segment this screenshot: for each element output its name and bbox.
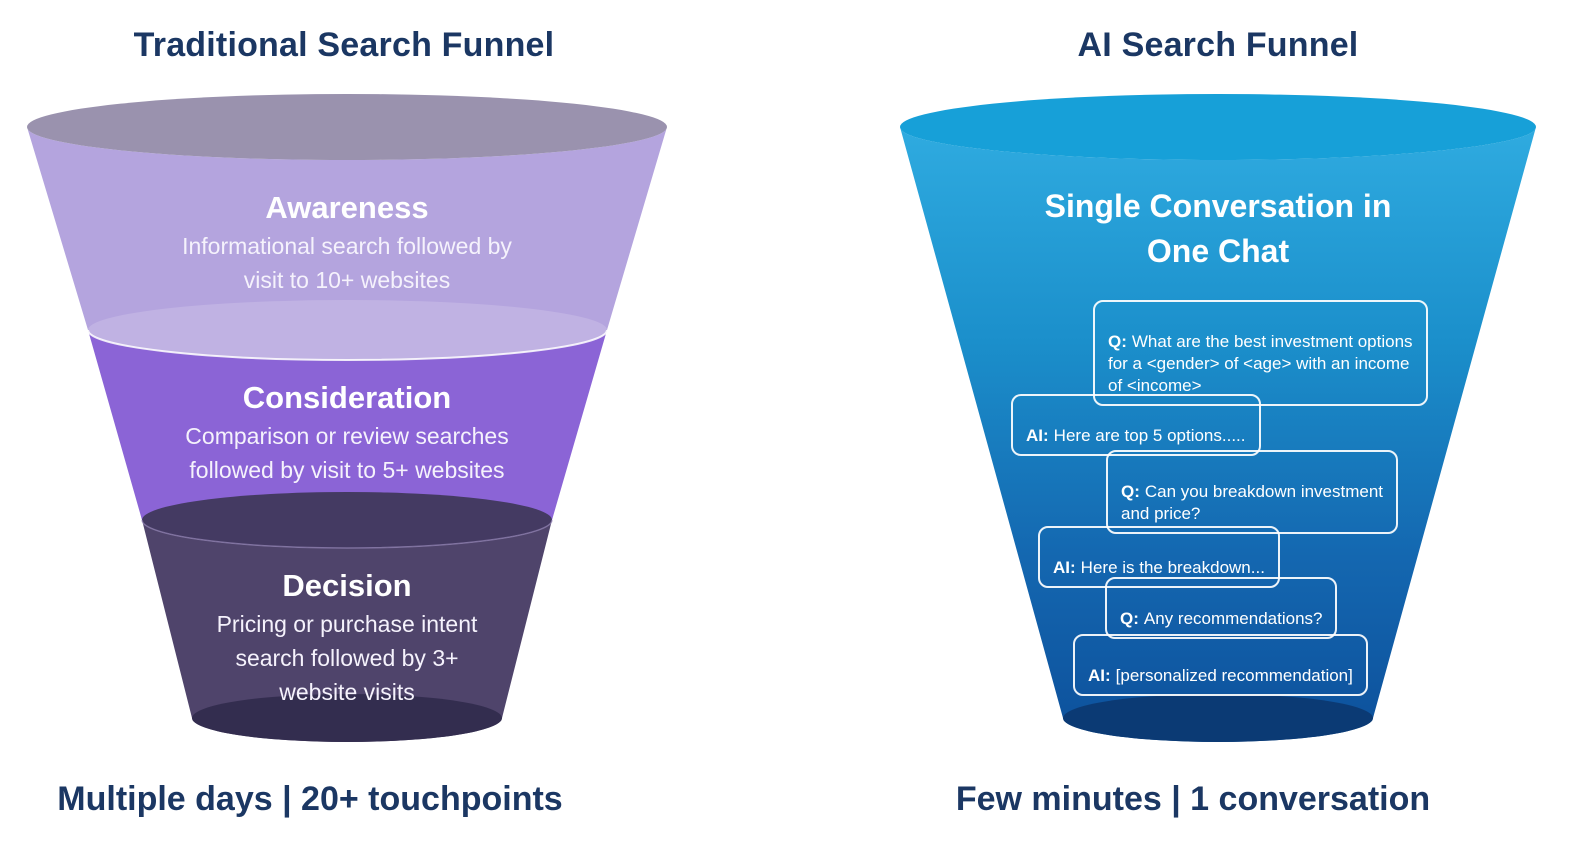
awareness-stage-description: Informational search followed by visit t…	[182, 233, 512, 293]
traditional-funnel-caption: Multiple days | 20+ touchpoints	[57, 780, 563, 818]
ai-prefix: AI:	[1026, 426, 1049, 446]
decision-band-shape	[142, 520, 552, 742]
ai-prefix: AI:	[1088, 666, 1111, 686]
traditional-funnel-title: Traditional Search Funnel	[133, 26, 555, 64]
ai-funnel-body-shape	[900, 127, 1536, 742]
traditional-funnel-bottom-ellipse	[192, 694, 502, 742]
traditional-funnel-mouth-ellipse	[27, 94, 667, 160]
ai-funnel-mouth-ellipse	[900, 94, 1536, 160]
decision-stage-description: Pricing or purchase intent search follow…	[216, 611, 478, 705]
ai-funnel-panel: AI Search Funnel Single Conversation in …	[790, 0, 1580, 850]
chat-bubble-text: What are the best investment options for…	[1108, 332, 1413, 396]
traditional-funnel-panel: Traditional Search Funnel Awareness Info…	[27, 26, 667, 818]
chat-bubble-text: Can you breakdown investment and price?	[1121, 482, 1384, 524]
ai-funnel-graphic	[900, 94, 1536, 742]
consideration-surface-ellipse	[88, 300, 607, 360]
consideration-band-shape	[88, 330, 607, 548]
question-prefix: Q:	[1120, 609, 1139, 629]
ai-funnel-heading: Single Conversation in One Chat	[1044, 188, 1392, 269]
decision-stage-heading: Decision	[282, 568, 412, 603]
traditional-funnel-graphic	[27, 94, 667, 742]
ai-funnel-caption: Few minutes | 1 conversation	[955, 780, 1431, 818]
chat-bubble-answer-1: AI:Here are top 5 options.....	[1011, 394, 1261, 457]
consideration-stage-description: Comparison or review searches followed b…	[185, 423, 509, 483]
ai-funnel-title: AI Search Funnel	[1077, 26, 1359, 64]
question-prefix: Q:	[1121, 482, 1140, 502]
chat-bubble-text: Any recommendations?	[1143, 609, 1323, 629]
chat-bubble-text: Here is the breakdown...	[1080, 558, 1265, 578]
decision-surface-ellipse	[142, 492, 552, 548]
ai-funnel-bottom-ellipse	[1063, 694, 1373, 742]
chat-bubble-text: [personalized recommendation]	[1115, 666, 1353, 686]
seam2-highlight-arc	[141, 519, 553, 549]
chat-bubble-question-1: Q:What are the best investment options f…	[1093, 300, 1428, 407]
chat-bubble-answer-3: AI:[personalized recommendation]	[1073, 634, 1368, 697]
chat-bubble-question-2: Q:Can you breakdown investment and price…	[1106, 450, 1399, 535]
consideration-stage-heading: Consideration	[242, 380, 452, 415]
seam1-highlight-arc	[87, 329, 608, 361]
ai-prefix: AI:	[1053, 558, 1076, 578]
awareness-band-shape	[27, 127, 667, 361]
awareness-stage-heading: Awareness	[265, 190, 429, 225]
question-prefix: Q:	[1108, 332, 1127, 352]
chat-bubble-text: Here are top 5 options.....	[1053, 426, 1246, 446]
chat-bubble-answer-2: AI:Here is the breakdown...	[1038, 526, 1280, 589]
chat-bubble-question-3: Q:Any recommendations?	[1105, 577, 1338, 640]
